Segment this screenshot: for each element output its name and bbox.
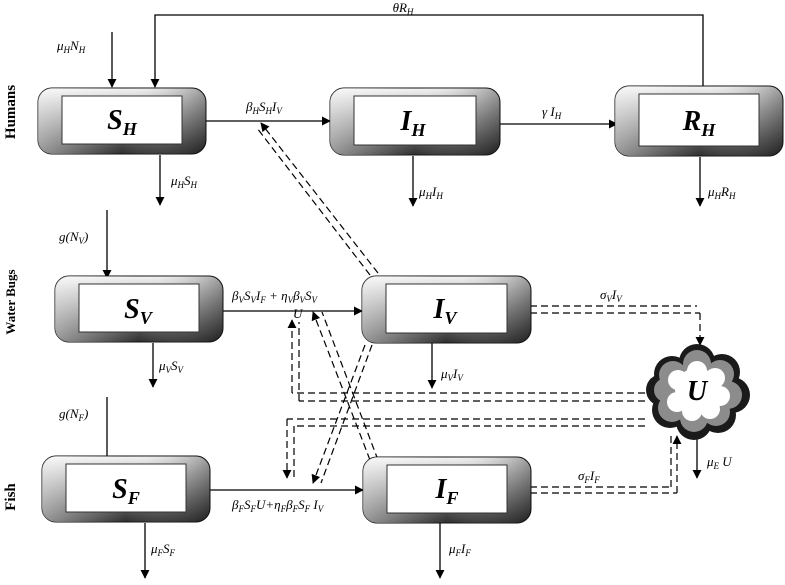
label-muh-nh: μHNH (56, 38, 86, 55)
box-sf: SF (41, 455, 211, 523)
label-g-nv: g(NV) (59, 229, 88, 246)
box-label-iv: IV (432, 294, 458, 328)
box-iv: IV (361, 275, 532, 344)
label-muf-sf: μFSF (150, 541, 176, 558)
box-label-sv: SV (124, 294, 154, 328)
box-rh: RH (614, 85, 784, 157)
label-beta-h: βHSHIV (245, 99, 283, 116)
box-sv: SV (54, 275, 224, 343)
influence-iv-to-humans-a (256, 127, 371, 276)
cloud-label-u: U (687, 376, 709, 407)
box-label-sh: SH (107, 105, 138, 139)
influence-if-to-bugs-b (321, 311, 379, 461)
label-gamma-ih: γ IH (542, 104, 562, 121)
label-beta-f: βFSFU+ηFβFSF IV (231, 497, 325, 514)
label-g-nf: g(NF) (59, 406, 88, 423)
flow-arrow-theta-rh (150, 14, 704, 88)
label-sigma-f: σFIF (578, 468, 600, 485)
box-label-rh: RH (682, 106, 717, 140)
flow-arrows (102, 14, 705, 579)
box-label-sf: SF (112, 474, 140, 508)
influence-iv-to-fish-b (320, 344, 373, 484)
label-muv-sv: μVSV (158, 358, 185, 375)
group-label-humans: Humans (3, 85, 19, 139)
label-beta-v: βVSVIF + ηVβVSV (231, 288, 319, 305)
box-if: IF (362, 456, 532, 524)
label-muh-sh: μHSH (170, 173, 198, 190)
flow-labels: θRH μHNH βHSHIV γ IH μHSH μHIH μHRH g(NV… (56, 0, 736, 558)
cloud-u: U (646, 344, 750, 440)
label-theta-rh: θRH (393, 0, 414, 17)
group-label-water-bugs: Water Bugs (3, 269, 18, 334)
influence-iv-to-humans-b (260, 122, 379, 274)
box-label-if: IF (434, 474, 458, 508)
label-sigma-v: σVIV (600, 287, 623, 304)
box-label-ih: IH (399, 106, 426, 140)
label-muh-rh: μHRH (707, 184, 736, 201)
group-label-fish: Fish (3, 483, 19, 511)
label-beta-v-u: U (293, 306, 304, 321)
box-ih: IH (329, 87, 501, 156)
influence-iv-to-fish-a (311, 344, 366, 484)
label-mue-u: μE U (706, 454, 733, 471)
label-muh-ih: μHIH (418, 184, 443, 201)
influence-if-to-bugs-a (311, 311, 371, 461)
box-sh: SH (37, 87, 207, 155)
label-muv-iv: μVIV (440, 366, 464, 383)
label-muf-if: μFIF (448, 541, 471, 558)
